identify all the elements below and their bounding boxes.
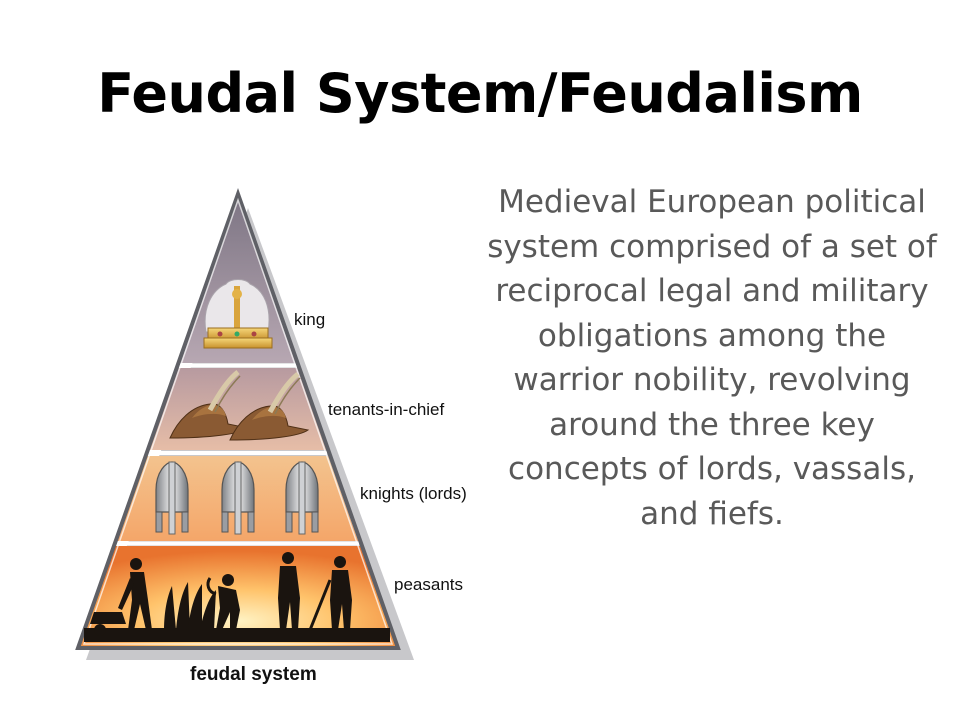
- feudal-pyramid-diagram: [75, 187, 414, 660]
- level-label-peasants: peasants: [394, 575, 463, 594]
- slide-description: Medieval European political system compr…: [487, 184, 937, 532]
- level-label-king: king: [294, 310, 326, 329]
- knight-helmet-icon: [155, 461, 189, 535]
- feudal-pyramid-figure: king tenants-in-chief knights (lords) pe…: [60, 180, 480, 700]
- level-label-knights: knights (lords): [360, 484, 467, 503]
- crown-icon: [203, 279, 273, 349]
- slide-title: Feudal System/Feudalism: [97, 62, 863, 125]
- level-label-tenants-in-chief: tenants-in-chief: [328, 400, 445, 419]
- knight-helmet-icon: [285, 461, 319, 535]
- figure-caption: feudal system: [190, 664, 317, 685]
- peasant-silhouettes-icon: [84, 552, 390, 642]
- feathered-hat-icon: [169, 370, 250, 439]
- feathered-hat-icon: [229, 372, 310, 441]
- pyramid-band-peasants: [80, 546, 396, 646]
- knight-helmet-icon: [221, 461, 255, 535]
